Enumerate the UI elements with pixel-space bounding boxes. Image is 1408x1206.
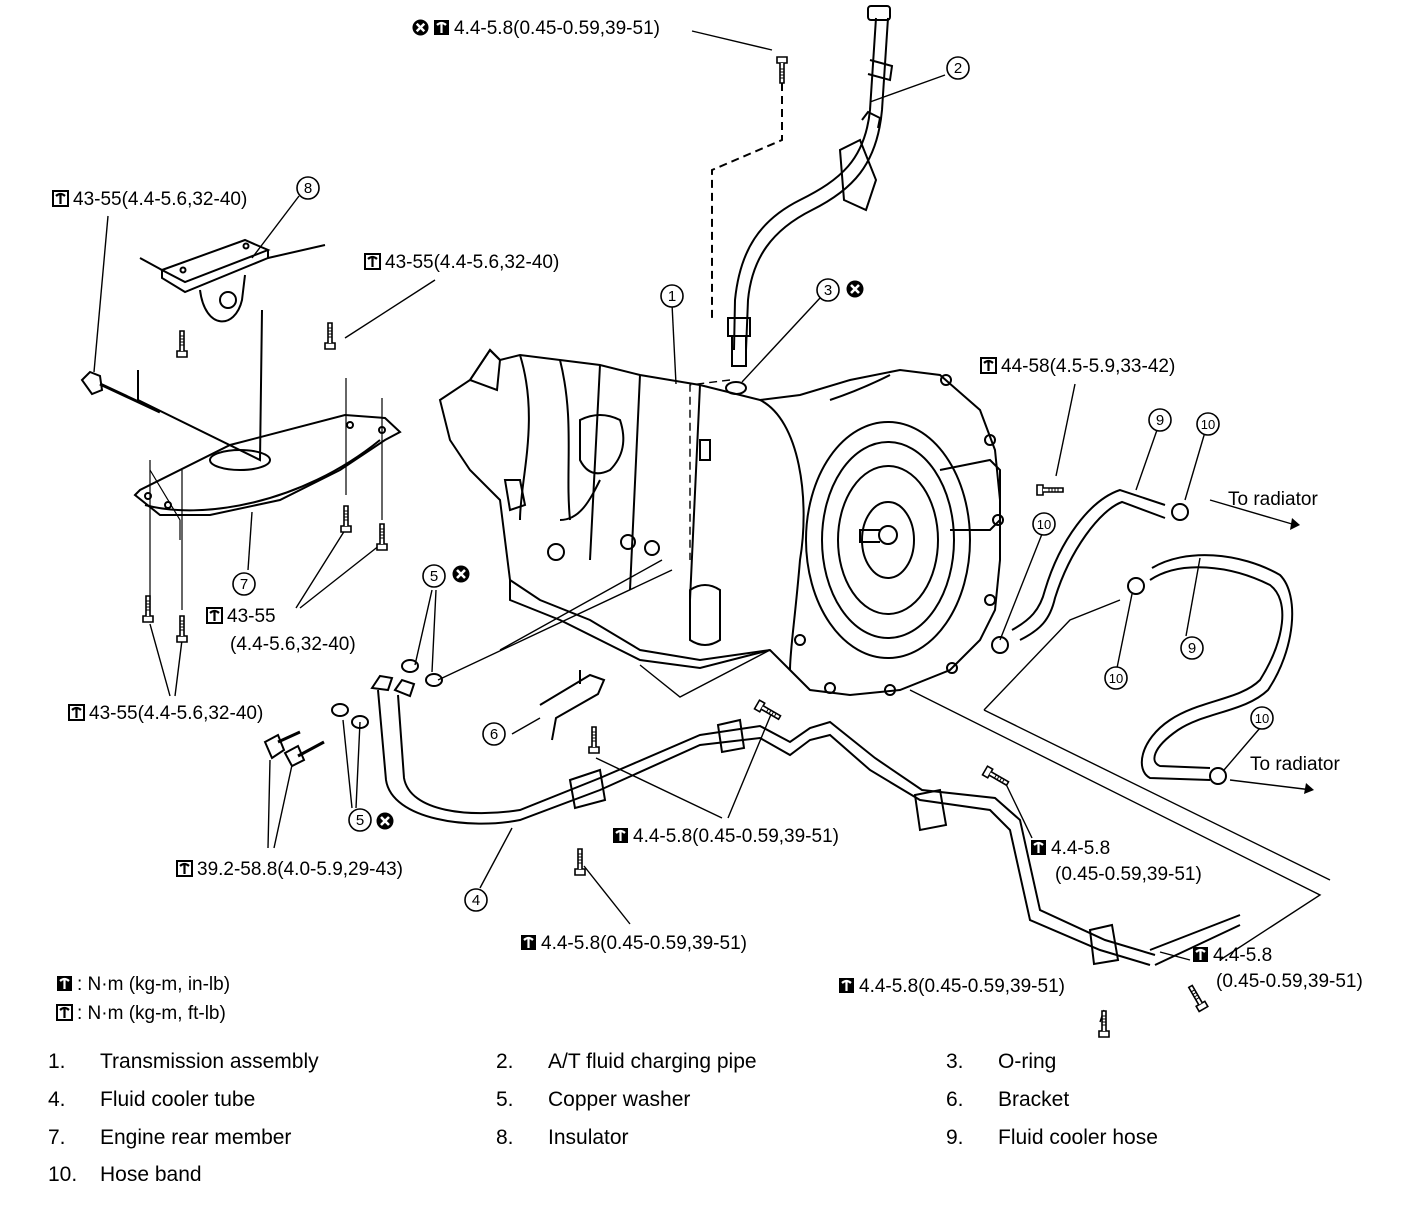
callout-circle bbox=[422, 564, 446, 588]
insulator bbox=[139, 238, 326, 323]
fluid-cooler-hoses bbox=[991, 488, 1294, 785]
callout-number: 6 bbox=[490, 726, 498, 743]
copper-washers bbox=[331, 659, 443, 729]
torque-converter-housing: 44-58(4.5-5.9,33-42) bbox=[980, 356, 1175, 378]
torque-clamp-bolt-lower: 4.4-5.8(0.45-0.59,39-51) bbox=[520, 933, 747, 955]
callout-circle bbox=[348, 808, 372, 832]
torque-member-bottom: 43-55(4.4-5.6,32-40) bbox=[68, 703, 263, 725]
callout-number: 8 bbox=[304, 180, 312, 197]
callout-number: 5 bbox=[356, 812, 364, 829]
callout-number: 5 bbox=[430, 568, 438, 585]
transmission-assembly bbox=[438, 348, 1004, 697]
legend-in-lb: : N·m (kg-m, in-lb) bbox=[56, 974, 230, 996]
callout-number: 10 bbox=[1037, 517, 1051, 532]
replace-symbols bbox=[375, 279, 865, 831]
callout-number: 9 bbox=[1156, 412, 1164, 429]
torque-member-right-2: (4.4-5.6,32-40) bbox=[230, 634, 356, 655]
torque-clamp-bolt-right-2: (0.45-0.59,39-51) bbox=[1216, 971, 1363, 992]
bolts bbox=[142, 56, 1209, 1038]
fluid-cooler-tube bbox=[370, 674, 1241, 966]
callout-number: 1 bbox=[668, 288, 676, 305]
engine-rear-member bbox=[133, 309, 402, 610]
torque-ft-lb-icon bbox=[56, 1004, 73, 1021]
torque-pipe-bolt: 4.4-5.8(0.45-0.59,39-51) bbox=[412, 18, 660, 40]
torque-in-lb-icon bbox=[838, 977, 855, 994]
leader-lines bbox=[93, 30, 1331, 1023]
callout-number: 10 bbox=[1255, 711, 1269, 726]
fluid-charging-pipe bbox=[727, 5, 894, 367]
torque-in-lb-icon bbox=[56, 975, 73, 992]
to-radiator-lower: To radiator bbox=[1250, 754, 1340, 775]
to-radiator-upper: To radiator bbox=[1228, 489, 1318, 510]
torque-clamp-bolt-mid-1: 4.4-5.8 bbox=[1030, 838, 1110, 860]
torque-in-lb-icon bbox=[520, 934, 537, 951]
torque-ft-lb-icon bbox=[176, 860, 193, 877]
torque-ft-lb-icon bbox=[68, 704, 85, 721]
torque-bracket-bolts: 4.4-5.8(0.45-0.59,39-51) bbox=[612, 826, 839, 848]
torque-ft-lb-icon bbox=[364, 253, 381, 270]
callout-number: 10 bbox=[1109, 671, 1123, 686]
callout-circle bbox=[232, 572, 256, 596]
torque-insulator-left: 43-55(4.4-5.6,32-40) bbox=[52, 189, 247, 211]
torque-union-bolts: 39.2-58.8(4.0-5.9,29-43) bbox=[176, 859, 403, 881]
torque-clamp-bolt-bottom: 4.4-5.8(0.45-0.59,39-51) bbox=[838, 976, 1065, 998]
replace-icon bbox=[412, 19, 429, 36]
torque-ft-lb-icon bbox=[206, 607, 223, 624]
callout-number: 4 bbox=[472, 892, 480, 909]
callout-circle bbox=[1180, 636, 1204, 660]
callout-number: 7 bbox=[240, 576, 248, 593]
callout-circle bbox=[660, 284, 684, 308]
callout-number: 3 bbox=[824, 282, 832, 299]
torque-in-lb-icon bbox=[1030, 839, 1047, 856]
callout-number: 9 bbox=[1188, 640, 1196, 657]
callout-circle bbox=[1196, 412, 1220, 436]
callout-circle bbox=[946, 56, 970, 80]
torque-in-lb-icon bbox=[612, 827, 629, 844]
callout-circle bbox=[1032, 512, 1056, 536]
torque-clamp-bolt-mid-2: (0.45-0.59,39-51) bbox=[1055, 864, 1202, 885]
callout-number: 2 bbox=[954, 60, 962, 77]
torque-ft-lb-icon bbox=[980, 357, 997, 374]
callout-circle bbox=[816, 278, 840, 302]
callout-circle bbox=[482, 722, 506, 746]
callout-circle bbox=[1148, 408, 1172, 432]
torque-in-lb-icon bbox=[1192, 946, 1209, 963]
torque-in-lb-icon bbox=[433, 19, 450, 36]
bracket bbox=[539, 670, 606, 741]
callout-circle bbox=[296, 176, 320, 200]
torque-clamp-bolt-right-1: 4.4-5.8 bbox=[1192, 945, 1272, 967]
callout-circle bbox=[1104, 666, 1128, 690]
callout-numbers: 1 2 3 4 5 5 6 7 8 9 9 10 10 10 10 bbox=[232, 56, 1274, 912]
legend-ft-lb: : N·m (kg-m, ft-lb) bbox=[56, 1003, 226, 1025]
torque-member-right-1: 43-55 bbox=[206, 606, 276, 628]
torque-ft-lb-icon bbox=[52, 190, 69, 207]
callout-number: 10 bbox=[1201, 417, 1215, 432]
torque-insulator-right: 43-55(4.4-5.6,32-40) bbox=[364, 252, 559, 274]
callout-circle bbox=[464, 888, 488, 912]
callout-circle bbox=[1250, 706, 1274, 730]
